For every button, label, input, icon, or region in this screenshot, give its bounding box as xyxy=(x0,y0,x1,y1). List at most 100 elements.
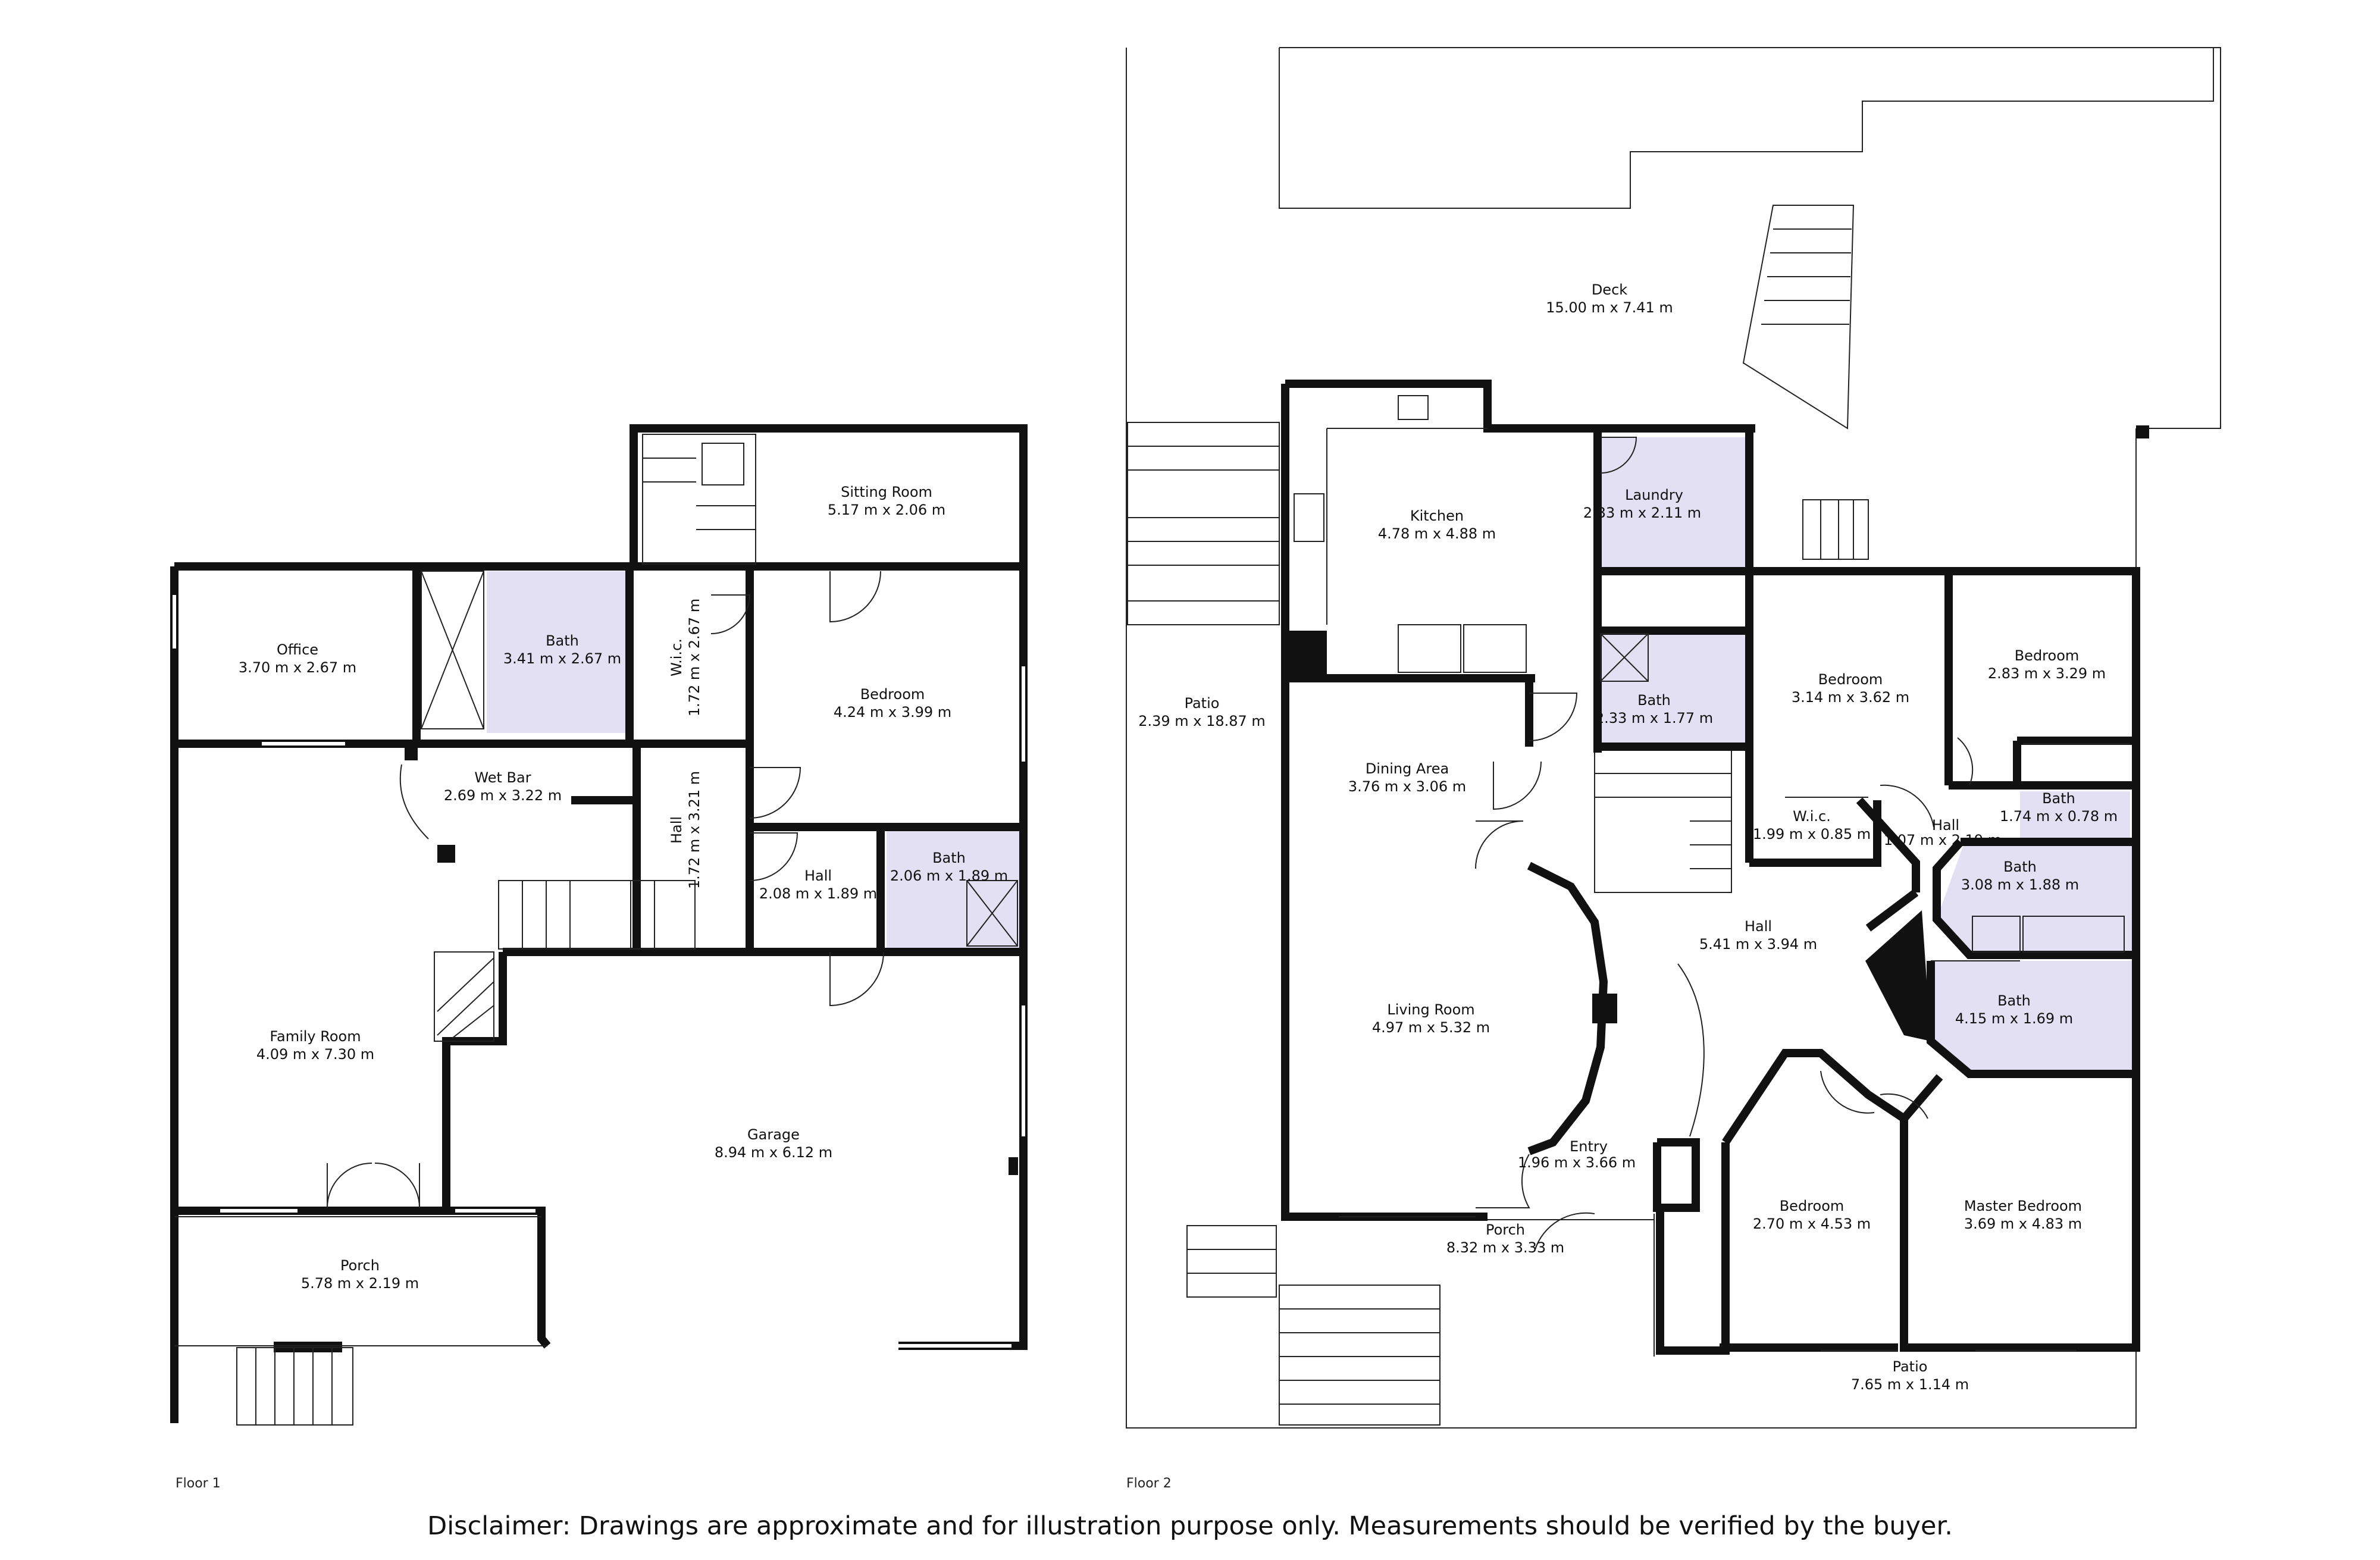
bath-fill xyxy=(2020,791,2130,839)
shower xyxy=(421,571,484,729)
room-name-bedroom: Bedroom xyxy=(860,686,925,703)
room-name-patio: Patio xyxy=(1185,695,1220,712)
bath-fill xyxy=(1937,845,2133,952)
shower xyxy=(1972,916,2021,953)
room-name-bath: Bath xyxy=(2003,859,2037,875)
bath-fill xyxy=(1931,961,2133,1071)
room-dims-hall: 5.41 m x 3.94 m xyxy=(1699,936,1817,953)
shower xyxy=(1600,633,1649,682)
room-dims-bath: 2.06 m x 1.89 m xyxy=(890,867,1008,884)
room-name-hall: Hall xyxy=(1932,817,1959,834)
room-dims-bedroom: 2.70 m x 4.53 m xyxy=(1753,1216,1871,1232)
floor-1-plan xyxy=(170,424,1028,1426)
room-name-office: Office xyxy=(277,641,318,658)
room-dims-porch: 5.78 m x 2.19 m xyxy=(301,1275,419,1292)
counter-island xyxy=(1398,624,1461,673)
interior-wall xyxy=(1653,1138,1700,1212)
room-dims-kitchen: 4.78 m x 4.88 m xyxy=(1378,525,1496,542)
disclaimer-text: Disclaimer: Drawings are approximate and… xyxy=(427,1511,1953,1541)
room-name-family-room: Family Room xyxy=(270,1028,361,1045)
floor-label: Floor 1 xyxy=(176,1476,221,1491)
room-dims-hall-vertical: 1.72 m x 3.21 m xyxy=(686,771,703,889)
room-dims-bath: 3.41 m x 2.67 m xyxy=(503,650,621,667)
wall-block xyxy=(1285,631,1327,678)
floor-2-plan xyxy=(1126,47,2221,1429)
stairs xyxy=(498,880,696,950)
room-dims-wic: 1.99 m x 0.85 m xyxy=(1753,826,1871,842)
interior-wall xyxy=(1927,961,2136,1078)
door-swing xyxy=(1529,693,1578,741)
room-dims-deck: 15.00 m x 7.41 m xyxy=(1546,299,1673,316)
door-swing xyxy=(1475,820,1524,869)
floor-label: Floor 2 xyxy=(1126,1476,1172,1491)
bath-fill xyxy=(1601,437,1746,568)
curved-stair xyxy=(1677,963,1705,1137)
interior-wall xyxy=(1933,839,2136,959)
room-dims-patio: 2.39 m x 18.87 m xyxy=(1138,713,1266,729)
room-name-entry: Entry xyxy=(1570,1138,1608,1155)
room-name-wic: W.i.c. xyxy=(1793,808,1831,825)
room-name-wet-bar: Wet Bar xyxy=(474,769,531,786)
room-name-laundry: Laundry xyxy=(1625,487,1683,503)
wall-block xyxy=(437,845,455,863)
interior-wall xyxy=(174,740,754,952)
room-dims-master-bedroom: 3.69 m x 4.83 m xyxy=(1964,1216,2082,1232)
fixture xyxy=(702,443,744,485)
room-name-hall-vertical: Hall xyxy=(668,816,685,844)
room-dims-wet-bar: 2.69 m x 3.22 m xyxy=(444,787,562,804)
room-name-hall: Hall xyxy=(804,867,832,884)
shower-cross xyxy=(1600,633,1649,682)
room-dims-dining-area: 3.76 m x 3.06 m xyxy=(1348,778,1466,795)
side-stairs xyxy=(1186,1225,1277,1298)
room-dims-bath: 1.74 m x 0.78 m xyxy=(2000,808,2118,825)
door-swing xyxy=(829,571,881,623)
room-dims-sitting-room: 5.17 m x 2.06 m xyxy=(828,502,945,518)
room-dims-patio: 7.65 m x 1.14 m xyxy=(1851,1376,1969,1393)
door-swing xyxy=(1600,437,1637,474)
door-swing xyxy=(749,832,798,881)
sink xyxy=(1398,395,1429,420)
fireplace xyxy=(434,951,494,1042)
bathtub xyxy=(2022,916,2125,953)
deck-edge xyxy=(1279,48,2214,209)
wall-block xyxy=(1592,994,1617,1023)
bath-fill xyxy=(1601,632,1746,745)
room-labels: Office 3.70 m x 2.67 m Bath 3.41 m x 2.6… xyxy=(176,281,2118,1491)
room-dims-hall: 2.08 m x 1.89 m xyxy=(759,885,877,902)
wall-block xyxy=(1009,1157,1018,1175)
interior-wall xyxy=(1722,1049,1943,1145)
room-name-bath: Bath xyxy=(1997,992,2031,1009)
door-swing xyxy=(1493,761,1542,810)
fireplace-hatch xyxy=(452,1005,494,1039)
room-name-bath: Bath xyxy=(2042,790,2075,807)
room-dims-wic: 1.72 m x 2.67 m xyxy=(686,599,703,716)
room-dims-family-room: 4.09 m x 7.30 m xyxy=(256,1046,374,1063)
room-dims-living-room: 4.97 m x 5.32 m xyxy=(1372,1019,1490,1036)
room-dims-bath: 4.15 m x 1.69 m xyxy=(1955,1010,2073,1027)
door-swing xyxy=(374,1163,420,1208)
outer-wall xyxy=(1749,567,2140,1352)
outer-wall xyxy=(1285,380,1755,433)
wall-block xyxy=(2136,425,2149,438)
room-name-bath: Bath xyxy=(546,632,579,649)
room-name-porch: Porch xyxy=(1486,1221,1525,1238)
interior-wall xyxy=(1856,797,1920,892)
room-dims-garage: 8.94 m x 6.12 m xyxy=(715,1144,832,1161)
room-dims-bedroom: 2.83 m x 3.29 m xyxy=(1988,665,2106,682)
room-name-kitchen: Kitchen xyxy=(1410,508,1464,524)
door-swing xyxy=(829,951,884,1007)
room-dims-bedroom: 3.14 m x 3.62 m xyxy=(1792,689,1909,706)
fireplace-hatch xyxy=(437,981,494,1036)
room-dims-bedroom: 4.24 m x 3.99 m xyxy=(834,704,951,721)
outer-wall xyxy=(174,424,1028,571)
room-name-patio: Patio xyxy=(1893,1358,1928,1375)
room-dims-porch: 8.32 m x 3.33 m xyxy=(1446,1239,1564,1256)
shower-cross xyxy=(966,880,1018,947)
interior-wall xyxy=(1656,1142,1730,1355)
room-name-bedroom: Bedroom xyxy=(1780,1198,1844,1214)
bath-fill xyxy=(887,830,1023,949)
room-dims-bath: 2.33 m x 1.77 m xyxy=(1595,710,1713,726)
interior-wall xyxy=(1865,889,1919,932)
deck-outline xyxy=(1279,47,2221,429)
